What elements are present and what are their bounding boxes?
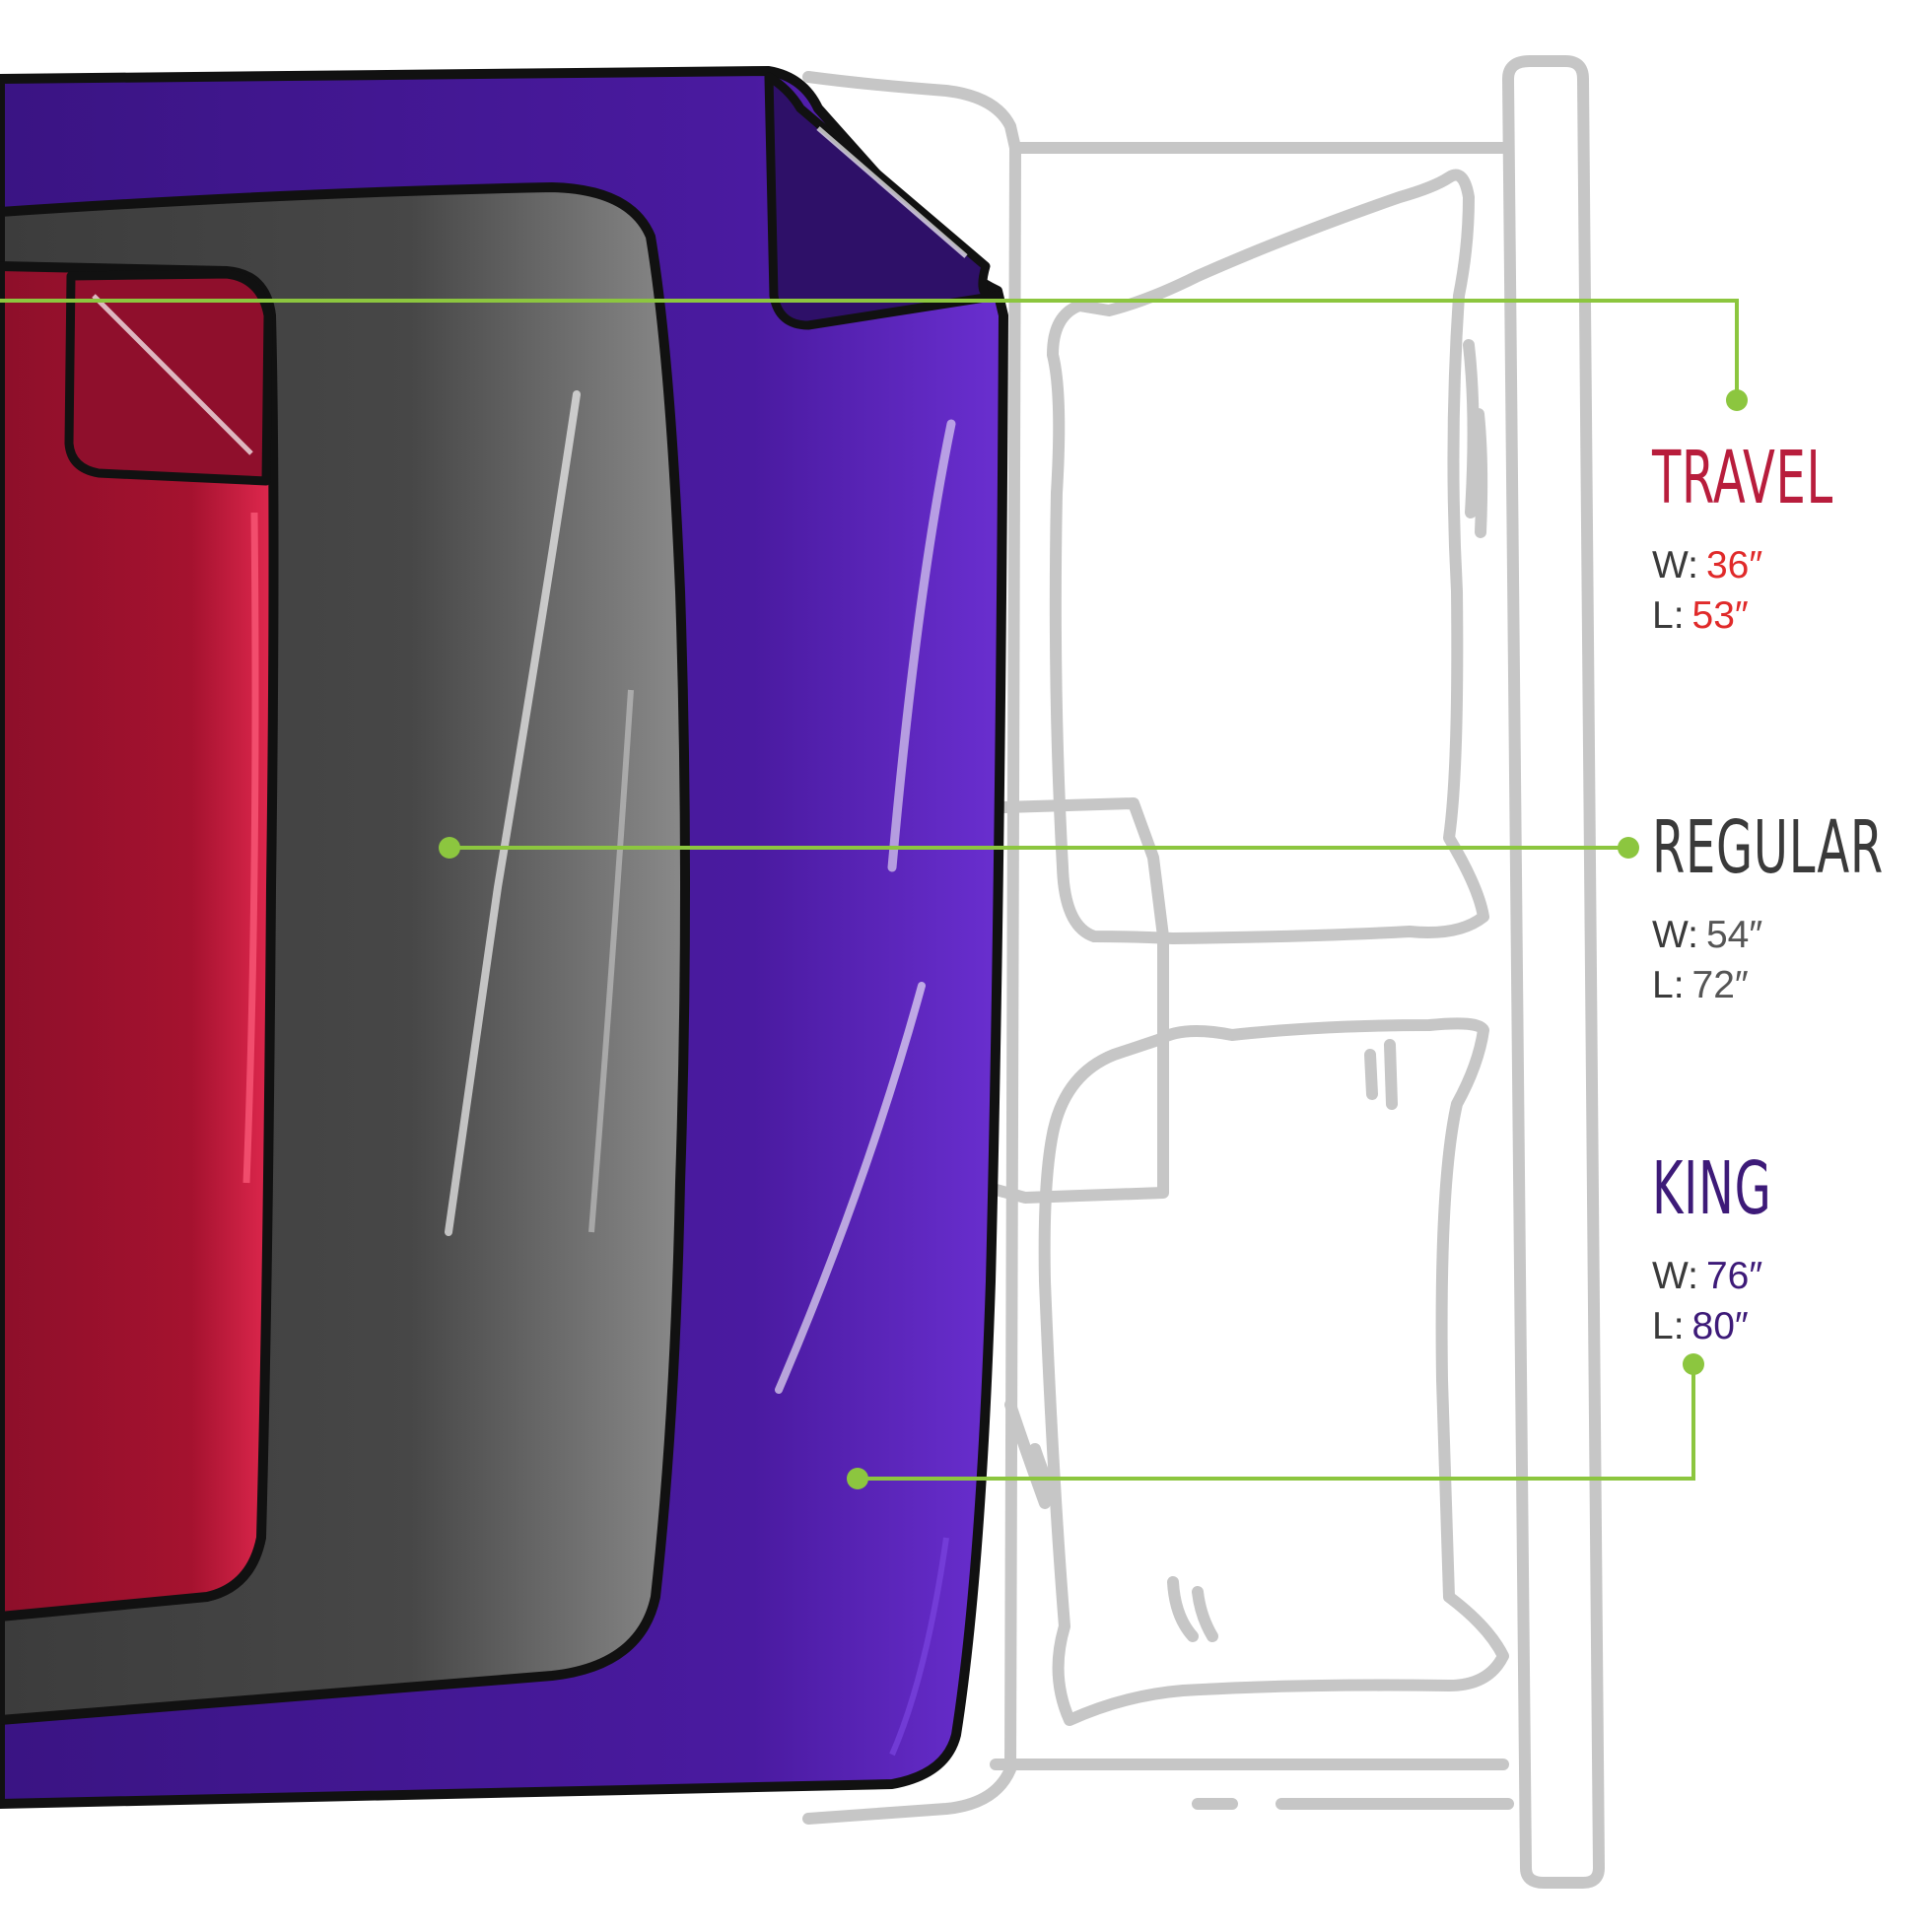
travel-leader-dot <box>1726 389 1748 411</box>
headboard <box>1502 55 1605 1889</box>
king-size-label: KING W:76″ L:80″ <box>1652 1152 1819 1351</box>
width-value: 36″ <box>1705 544 1763 586</box>
length-value: 53″ <box>1691 594 1749 637</box>
travel-title: TRAVEL <box>1652 436 1833 520</box>
regular-leader-dot-label <box>1618 837 1639 859</box>
width-value: 76″ <box>1705 1255 1763 1297</box>
pillow-creases <box>1004 339 1488 1642</box>
travel-size-label: TRAVEL W:36″ L:53″ <box>1652 442 1903 641</box>
travel-leader-line <box>0 299 1739 398</box>
width-value: 54″ <box>1705 914 1763 956</box>
width-label: W: <box>1652 1255 1698 1297</box>
regular-width: W:54″ <box>1652 910 1932 960</box>
length-label: L: <box>1652 964 1685 1006</box>
king-corner-fold <box>764 72 1002 330</box>
pillow-bottom <box>1038 1017 1509 1726</box>
length-value: 80″ <box>1691 1305 1749 1347</box>
regular-leader-dot-blanket <box>439 837 460 859</box>
king-leader-line <box>858 1364 1695 1481</box>
king-title: KING <box>1652 1146 1772 1231</box>
leader-lines <box>0 299 1739 1481</box>
width-label: W: <box>1652 914 1698 956</box>
mattress-edge <box>802 71 1509 1825</box>
regular-title: REGULAR <box>1652 805 1884 890</box>
king-width: W:76″ <box>1652 1251 1819 1301</box>
travel-corner-fold <box>64 269 273 486</box>
king-leader-dot-blanket <box>847 1468 868 1489</box>
length-label: L: <box>1652 1305 1685 1347</box>
regular-dimensions: W:54″ L:72″ <box>1652 910 1932 1010</box>
length-label: L: <box>1652 594 1685 637</box>
pillow-top <box>1047 169 1489 944</box>
king-length: L:80″ <box>1652 1301 1819 1351</box>
king-dimensions: W:76″ L:80″ <box>1652 1251 1819 1351</box>
regular-length: L:72″ <box>1652 960 1932 1010</box>
folded-sheet <box>965 797 1169 1204</box>
leader-dots <box>439 389 1748 1489</box>
travel-blanket <box>0 261 279 1622</box>
king-leader-dot-label <box>1683 1353 1704 1375</box>
bed-outline <box>802 55 1605 1889</box>
travel-dimensions: W:36″ L:53″ <box>1652 540 1903 641</box>
travel-length: L:53″ <box>1652 590 1903 641</box>
travel-width: W:36″ <box>1652 540 1903 590</box>
width-label: W: <box>1652 544 1698 586</box>
regular-size-label: REGULAR W:54″ L:72″ <box>1652 811 1932 1010</box>
length-value: 72″ <box>1691 964 1749 1006</box>
